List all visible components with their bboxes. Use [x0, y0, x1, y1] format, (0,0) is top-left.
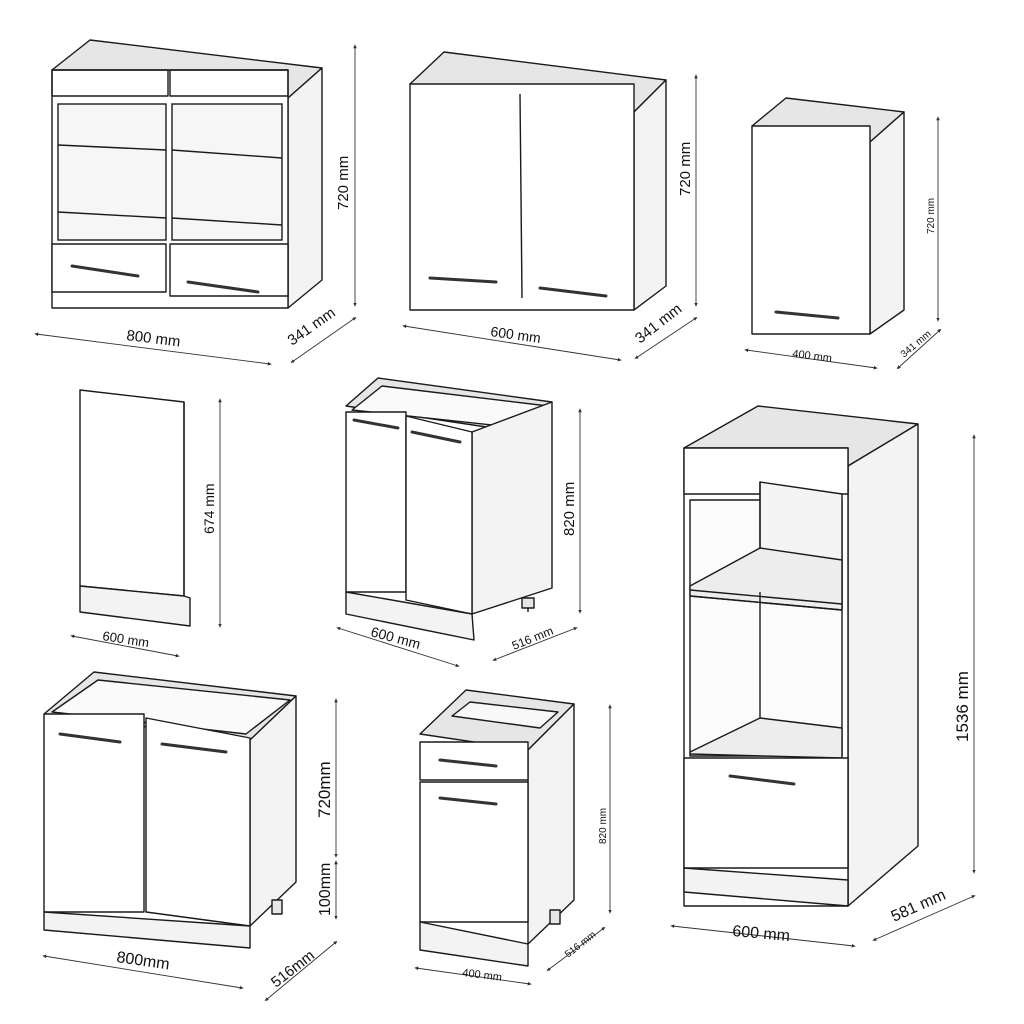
width-label: 400 mm — [462, 967, 503, 984]
width-label: 400 mm — [792, 348, 833, 365]
width-label: 800mm — [115, 949, 170, 973]
height-label: 720mm — [315, 761, 334, 818]
tall-oven-cabinet-600 — [683, 405, 919, 907]
wall-glass-cabinet-800 — [51, 39, 323, 309]
depth-label: 516mm — [268, 947, 318, 991]
depth-label: 516 mm — [510, 624, 555, 653]
height-label: 720 mm — [335, 156, 352, 210]
width-label: 600 mm — [732, 923, 791, 945]
wall-cabinet-600 — [409, 51, 667, 311]
height-label: 720 mm — [926, 198, 937, 234]
depth-label: 341 mm — [899, 329, 934, 361]
dimension-dishwasher-panel: 674 mm 600 mm — [70, 398, 222, 658]
base-cabinet-600 — [345, 377, 553, 641]
depth-label: 516 mm — [563, 929, 598, 960]
width-label: 600 mm — [102, 628, 151, 650]
sink-base-cabinet-800 — [43, 671, 297, 949]
plinth-label: 100mm — [317, 863, 334, 916]
depth-label: 341 mm — [632, 300, 685, 347]
height-label: 674 mm — [201, 483, 217, 534]
depth-label: 341 mm — [285, 304, 339, 349]
height-label: 820 mm — [561, 482, 578, 536]
width-label: 800 mm — [126, 327, 182, 350]
width-label: 600 mm — [490, 323, 542, 346]
dishwasher-panel-600 — [79, 389, 191, 627]
height-label: 820 mm — [598, 808, 609, 844]
depth-label: 581 mm — [889, 887, 949, 926]
height-label: 1536 mm — [953, 671, 972, 742]
drawer-base-cabinet-400 — [419, 689, 575, 967]
wall-cabinet-400 — [751, 97, 905, 335]
height-label: 720 mm — [677, 142, 694, 196]
